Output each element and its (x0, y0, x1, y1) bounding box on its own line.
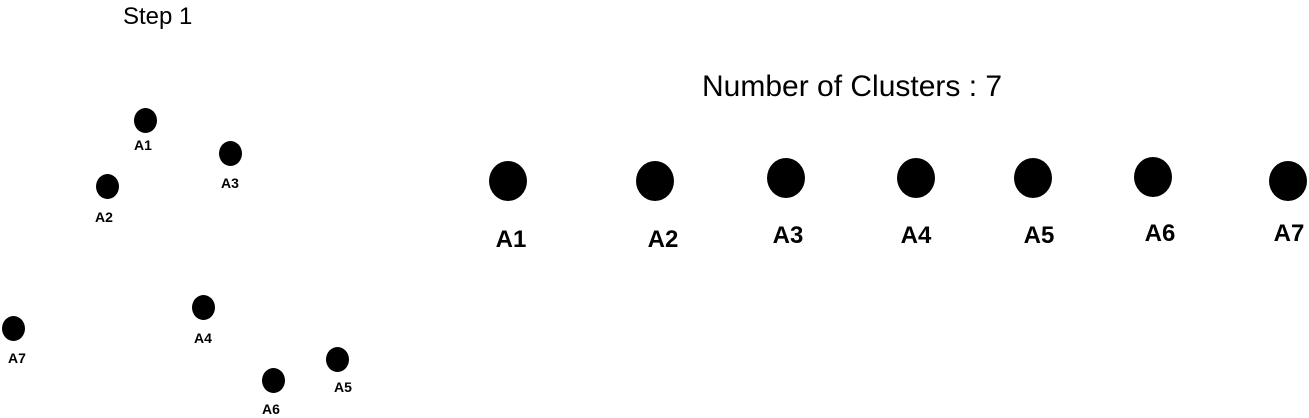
cluster-label-a4: A4 (900, 222, 932, 249)
cluster-label-a2: A2 (647, 226, 679, 253)
cluster-label-a5: A5 (1023, 222, 1055, 249)
cluster-label-a3: A3 (772, 222, 804, 249)
scatter-point-a2 (96, 174, 119, 199)
scatter-label-a2: A2 (95, 209, 113, 225)
scatter-label-a6: A6 (262, 401, 280, 417)
scatter-point-a3 (219, 141, 242, 166)
cluster-dot-a4 (897, 158, 935, 198)
step-title: Step 1 (123, 3, 193, 30)
cluster-dot-a1 (489, 161, 527, 201)
cluster-label-a1: A1 (495, 226, 527, 253)
cluster-dot-a2 (636, 161, 674, 201)
cluster-dot-a5 (1014, 158, 1052, 198)
scatter-point-a5 (326, 347, 349, 372)
cluster-count-title: Number of Clusters : 7 (702, 70, 1003, 103)
cluster-label-a6: A6 (1144, 220, 1176, 247)
scatter-label-a3: A3 (221, 175, 239, 191)
cluster-dot-a7 (1269, 161, 1307, 201)
scatter-label-a7: A7 (8, 350, 26, 366)
cluster-label-a7: A7 (1273, 220, 1305, 247)
scatter-label-a1: A1 (134, 137, 152, 153)
cluster-dot-a3 (767, 158, 805, 198)
cluster-dot-a6 (1134, 157, 1172, 197)
scatter-label-a4: A4 (194, 330, 212, 346)
scatter-point-a6 (262, 368, 285, 393)
scatter-label-a5: A5 (334, 379, 352, 395)
scatter-point-a1 (134, 108, 157, 133)
scatter-point-a4 (192, 295, 215, 320)
scatter-point-a7 (2, 316, 25, 341)
